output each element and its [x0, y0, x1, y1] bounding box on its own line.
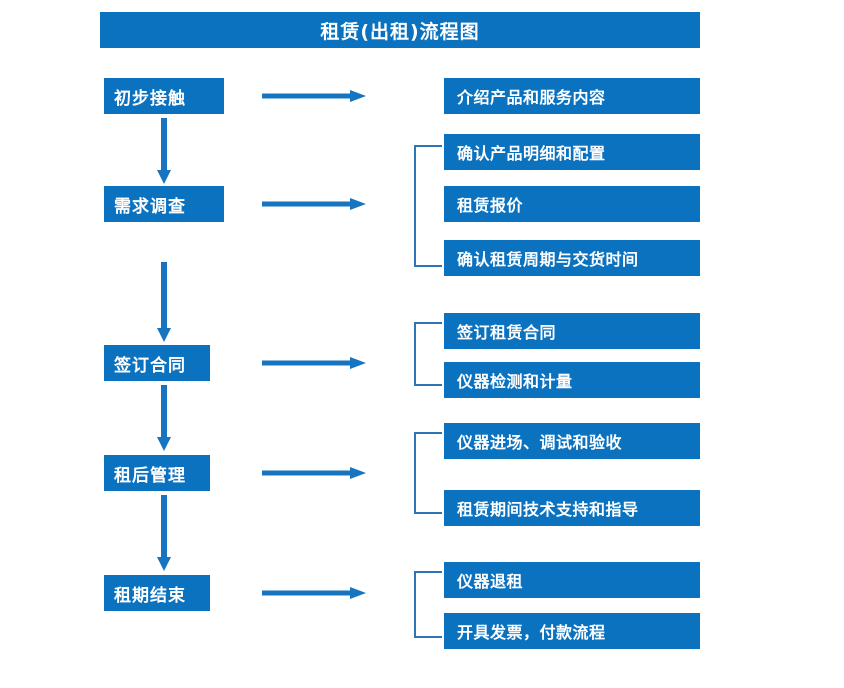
group-bracket-needs-survey [414, 145, 442, 267]
detail-box-confirm-period-delivery[interactable]: 确认租赁周期与交货时间 [444, 240, 700, 276]
detail-box-introduce-products[interactable]: 介绍产品和服务内容 [444, 78, 700, 114]
group-bracket-rental-end [414, 571, 442, 638]
detail-box-sign-rental-contract[interactable]: 签订租赁合同 [444, 313, 700, 349]
stage-box-sign-contract[interactable]: 签订合同 [104, 345, 210, 381]
stage-box-post-rental-management[interactable]: 租后管理 [104, 455, 210, 491]
detail-box-instrument-entry-commissioning[interactable]: 仪器进场、调试和验收 [444, 423, 700, 459]
group-bracket-post-rental [414, 432, 442, 514]
vertical-arrow-1 [157, 118, 171, 184]
detail-box-rental-quotation[interactable]: 租赁报价 [444, 186, 700, 222]
horizontal-arrow-5 [262, 587, 366, 599]
group-bracket-sign-contract [414, 322, 442, 386]
stage-box-rental-end[interactable]: 租期结束 [104, 575, 210, 611]
horizontal-arrow-3 [262, 357, 366, 369]
stage-box-initial-contact[interactable]: 初步接触 [104, 78, 224, 114]
detail-box-technical-support[interactable]: 租赁期间技术支持和指导 [444, 490, 700, 526]
vertical-arrow-2 [157, 262, 171, 342]
horizontal-arrow-2 [262, 198, 366, 210]
stage-box-needs-survey[interactable]: 需求调查 [104, 186, 224, 222]
vertical-arrow-4 [157, 495, 171, 571]
page-title: 租赁(出租)流程图 [100, 12, 700, 48]
detail-box-invoice-payment[interactable]: 开具发票，付款流程 [444, 613, 700, 649]
horizontal-arrow-1 [262, 90, 366, 102]
detail-box-instrument-return[interactable]: 仪器退租 [444, 562, 700, 598]
vertical-arrow-3 [157, 385, 171, 451]
horizontal-arrow-4 [262, 467, 366, 479]
detail-box-confirm-product-details[interactable]: 确认产品明细和配置 [444, 134, 700, 170]
detail-box-instrument-inspection[interactable]: 仪器检测和计量 [444, 362, 700, 398]
